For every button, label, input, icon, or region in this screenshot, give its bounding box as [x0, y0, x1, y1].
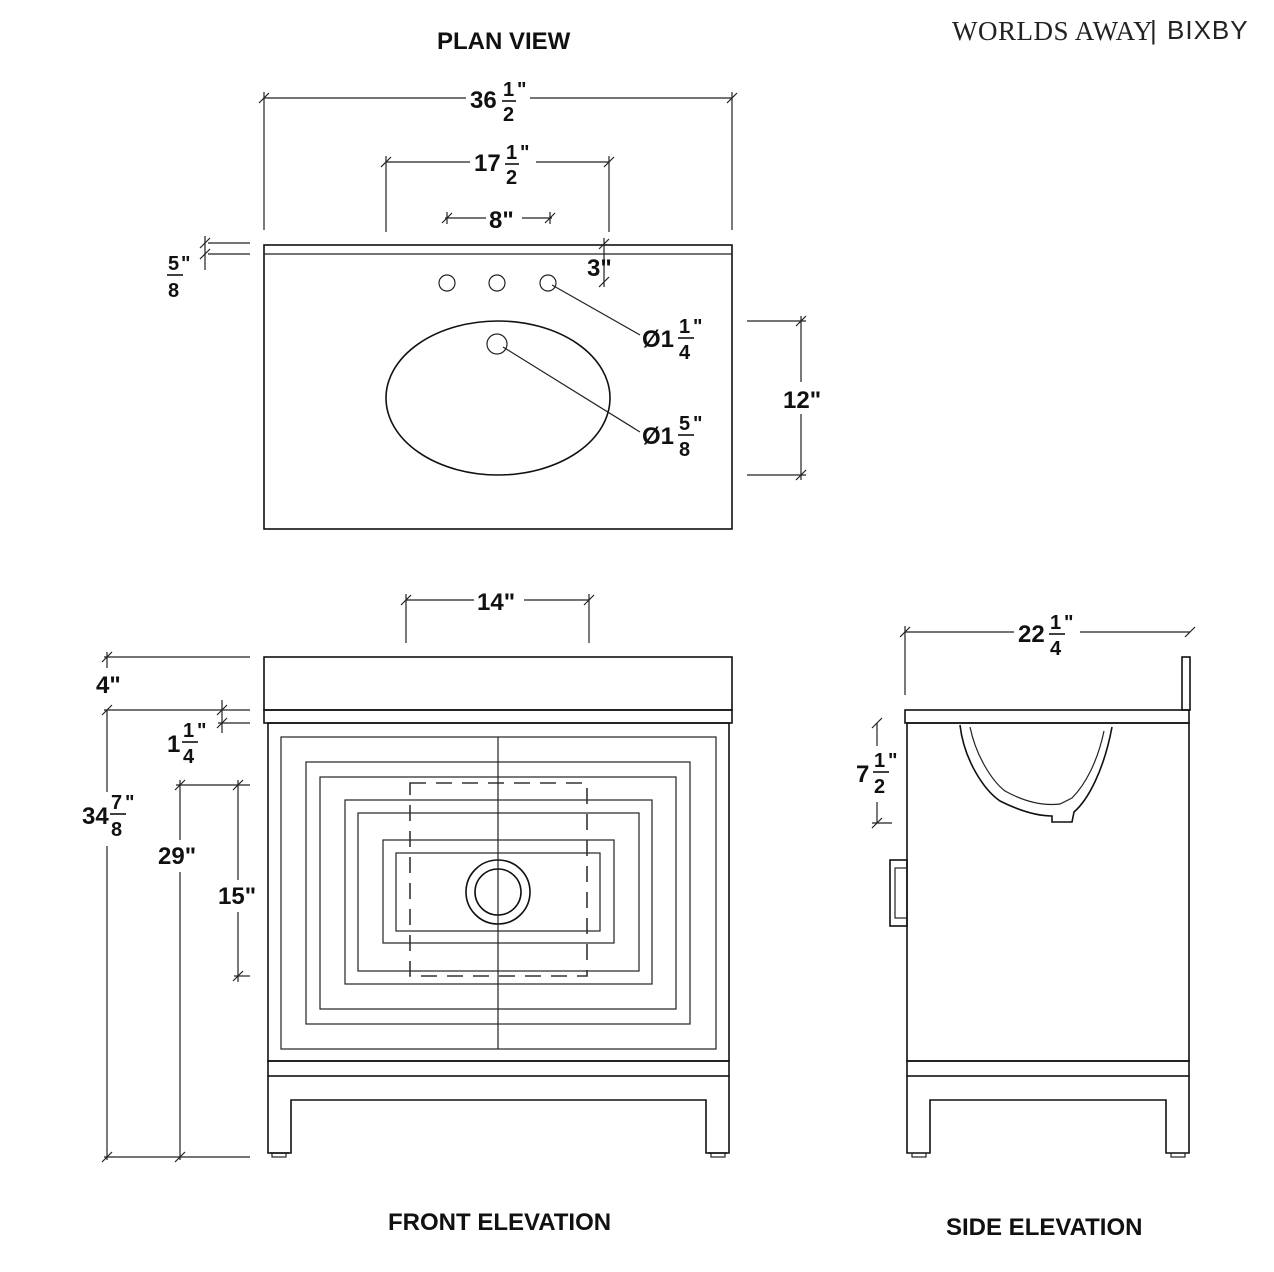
leader-faucet-hole [551, 284, 641, 336]
faucet-hole-left [438, 274, 456, 292]
dim-overall-width-num: 1 [503, 79, 514, 101]
svg-text:": " [517, 79, 526, 101]
side-foot-left [911, 1152, 927, 1158]
plan-dimensions: 36 1 2 " 17 1 2 " 8" 5 8 " [167, 79, 821, 481]
front-elevation-drawing [263, 656, 733, 1158]
side-countertop [904, 709, 1190, 724]
dim-drain-hole-dia-den: 8 [679, 439, 690, 461]
dim-faucet-spread-den: 2 [506, 167, 517, 189]
dim-faucet-spread-whole: 17 [474, 150, 501, 177]
dim-cabinet-height: 29" [158, 843, 196, 870]
front-base-rail [267, 1060, 730, 1077]
front-dimensions: 14" 4" 1 1 4 " 34 7 8 " 29" [82, 586, 595, 1163]
dim-faucet-hole-dia-den: 4 [679, 342, 691, 364]
dim-lip-whole: 1 [167, 731, 180, 758]
dim-lip-den: 4 [183, 746, 195, 768]
svg-text:": " [181, 253, 190, 275]
dim-overall-width-den: 2 [503, 104, 514, 126]
side-knob [894, 867, 908, 919]
dim-hole-spacing: 8" [489, 207, 514, 234]
dim-overall-height-den: 8 [111, 819, 122, 841]
front-countertop [263, 656, 733, 711]
front-knob-outer [465, 859, 531, 925]
faucet-hole-right [539, 274, 557, 292]
plan-view-drawing [263, 244, 733, 530]
dim-depth-whole: 22 [1018, 621, 1045, 648]
dim-depth-den: 4 [1050, 638, 1062, 660]
plan-basin [385, 320, 611, 476]
side-base-rail [906, 1060, 1190, 1077]
dim-faucet-spread-num: 1 [506, 142, 517, 164]
plan-view-title: PLAN VIEW [437, 28, 571, 55]
dim-top-height: 4" [96, 672, 121, 699]
svg-text:": " [197, 720, 206, 742]
dim-basin-drop-whole: 7 [856, 761, 869, 788]
front-foot-left [271, 1152, 287, 1158]
svg-text:": " [1064, 612, 1073, 634]
dim-basin-width: 14" [477, 589, 515, 616]
drain-hole [486, 333, 508, 355]
svg-text:": " [693, 413, 702, 435]
dim-backsplash-offset: 3" [587, 255, 612, 282]
dim-lip-num: 1 [183, 720, 194, 742]
dim-overall-height-whole: 34 [82, 803, 109, 830]
front-lip [263, 709, 733, 724]
faucet-hole-center [488, 274, 506, 292]
side-knob-plate [889, 859, 908, 927]
dim-drain-hole-dia-num: 5 [679, 413, 690, 435]
side-basin-inner [969, 726, 1105, 806]
dim-basin-depth: 12" [783, 387, 821, 414]
side-dimensions: 22 1 4 " 7 1 2 " [856, 612, 1196, 829]
front-knob-inner [474, 868, 522, 916]
svg-text:": " [520, 142, 529, 164]
dim-depth-num: 1 [1050, 612, 1061, 634]
side-cabinet [906, 722, 1190, 1062]
svg-text:": " [693, 316, 702, 338]
side-base-legs [906, 1076, 1190, 1154]
brand-primary: WORLDS AWAY [952, 16, 1153, 46]
side-backsplash [1181, 656, 1191, 711]
side-elevation-drawing [889, 656, 1191, 1158]
dim-top-thickness-num: 5 [168, 253, 179, 275]
brand-logo: WORLDS AWAY | BIXBY [952, 15, 1249, 46]
dim-basin-drop-den: 2 [874, 776, 885, 798]
dim-basin-drop-num: 1 [874, 750, 885, 772]
dim-overall-width-whole: 36 [470, 87, 497, 114]
svg-text:": " [125, 792, 134, 814]
brand-secondary: BIXBY [1167, 15, 1249, 45]
side-foot-right [1170, 1152, 1186, 1158]
dim-top-thickness-den: 8 [168, 280, 179, 302]
dim-door-height: 15" [218, 883, 256, 910]
brand-separator: | [1150, 15, 1158, 45]
side-elevation-title: SIDE ELEVATION [946, 1214, 1142, 1241]
dim-faucet-hole-dia-whole: Ø1 [642, 326, 674, 353]
dim-faucet-hole-dia-num: 1 [679, 316, 690, 338]
front-base-legs [267, 1076, 730, 1154]
svg-text:": " [888, 750, 897, 772]
side-basin-outer [959, 724, 1113, 823]
leader-drain-hole [502, 346, 641, 433]
front-foot-right [710, 1152, 726, 1158]
dim-drain-hole-dia-whole: Ø1 [642, 423, 674, 450]
plan-countertop [263, 244, 733, 530]
dim-overall-height-num: 7 [111, 792, 122, 814]
front-elevation-title: FRONT ELEVATION [388, 1209, 611, 1236]
